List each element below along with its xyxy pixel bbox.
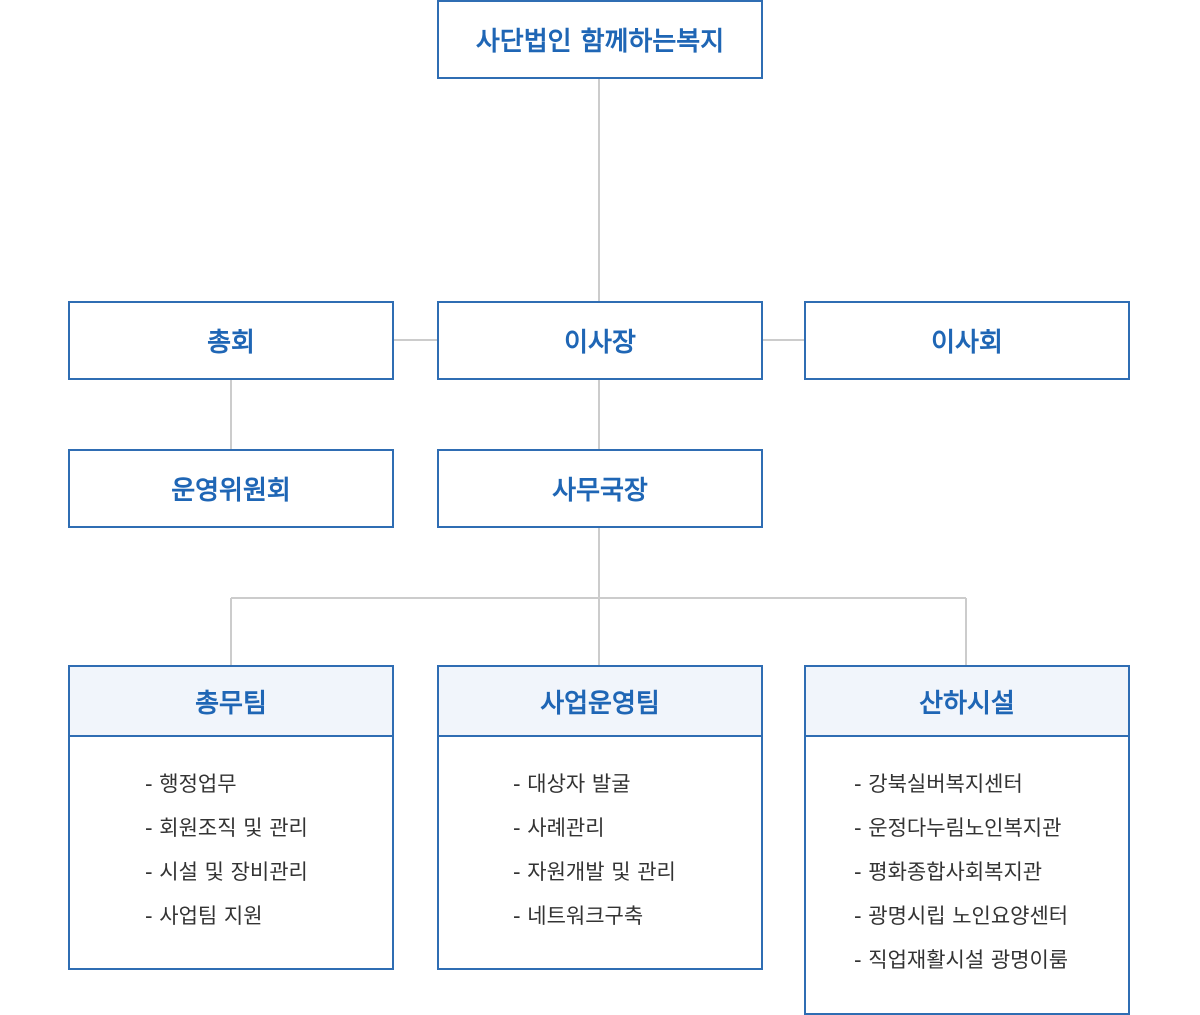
list-item: - 사례관리: [513, 816, 605, 840]
list-item: - 네트워크구축: [513, 904, 644, 928]
team-header: 산하시설: [806, 667, 1128, 737]
list-item: - 대상자 발굴: [513, 772, 631, 796]
team-item-list: - 행정업무 - 회원조직 및 관리 - 시설 및 장비관리 - 사업팀 지원: [145, 762, 308, 938]
list-item: - 직업재활시설 광명이룸: [854, 948, 1069, 972]
list-item: - 강북실버복지센터: [854, 772, 1023, 796]
team-title: 총무팀: [195, 688, 267, 719]
team-item-list: - 대상자 발굴 - 사례관리 - 자원개발 및 관리 - 네트워크구축: [513, 762, 676, 938]
list-item: - 회원조직 및 관리: [145, 816, 308, 840]
node-top-corporation: 사단법인 함께하는복지: [437, 0, 763, 79]
node-board: 이사회: [804, 301, 1130, 380]
node-chairman: 이사장: [437, 301, 763, 380]
list-item: - 자원개발 및 관리: [513, 860, 676, 884]
team-header: 총무팀: [70, 667, 392, 737]
node-secretary-general-label: 사무국장: [552, 476, 648, 506]
list-item: - 시설 및 장비관리: [145, 860, 308, 884]
node-general-assembly-label: 총회: [207, 328, 255, 358]
node-board-label: 이사회: [931, 328, 1003, 358]
list-item: - 평화종합사회복지관: [854, 860, 1043, 884]
team-title: 산하시설: [919, 688, 1015, 719]
team-title: 사업운영팀: [540, 688, 660, 719]
node-general-assembly: 총회: [68, 301, 394, 380]
node-top-label: 사단법인 함께하는복지: [475, 27, 725, 57]
list-item: - 운정다누림노인복지관: [854, 816, 1062, 840]
node-operating-committee: 운영위원회: [68, 449, 394, 528]
list-item: - 행정업무: [145, 772, 237, 796]
list-item: - 광명시립 노인요양센터: [854, 904, 1069, 928]
list-item: - 사업팀 지원: [145, 904, 263, 928]
team-item-list: - 강북실버복지센터 - 운정다누림노인복지관 - 평화종합사회복지관 - 광명…: [854, 762, 1068, 982]
team-affiliated-facilities: 산하시설 - 강북실버복지센터 - 운정다누림노인복지관 - 평화종합사회복지관…: [804, 665, 1130, 1015]
node-operating-committee-label: 운영위원회: [171, 476, 291, 506]
team-header: 사업운영팀: [439, 667, 761, 737]
node-chairman-label: 이사장: [564, 328, 636, 358]
node-secretary-general: 사무국장: [437, 449, 763, 528]
team-business-operations: 사업운영팀 - 대상자 발굴 - 사례관리 - 자원개발 및 관리 - 네트워크…: [437, 665, 763, 970]
team-general-affairs: 총무팀 - 행정업무 - 회원조직 및 관리 - 시설 및 장비관리 - 사업팀…: [68, 665, 394, 970]
